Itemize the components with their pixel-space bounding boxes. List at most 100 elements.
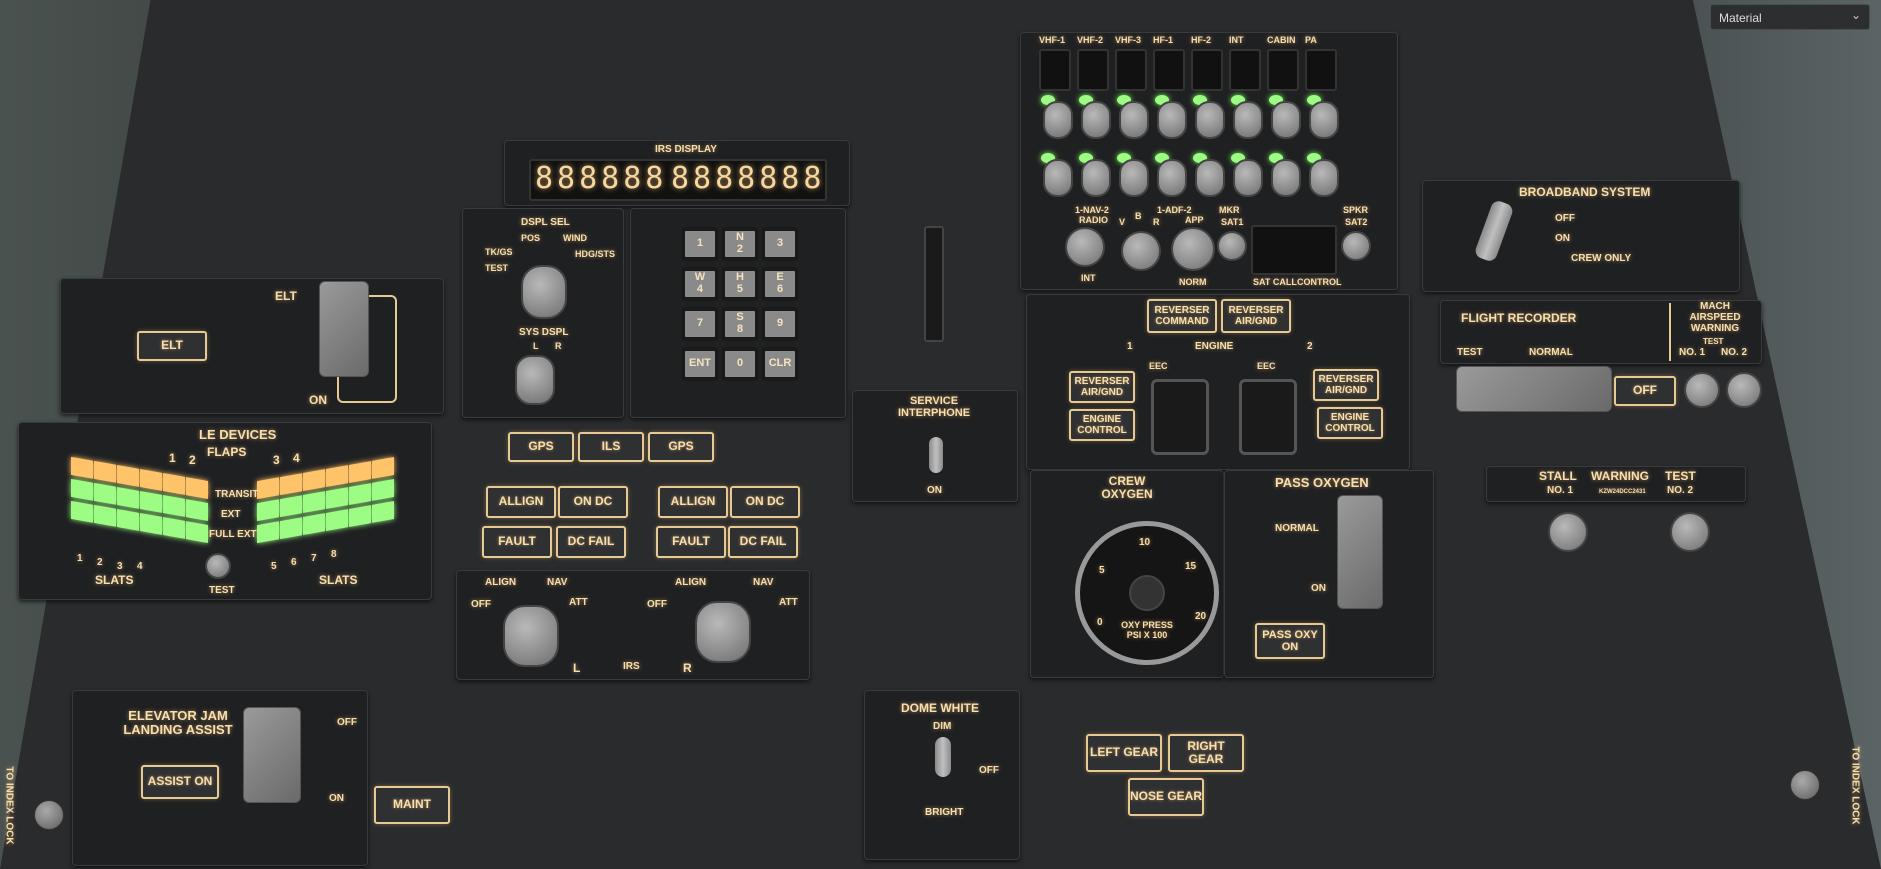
radio-int-switch[interactable] [1065, 227, 1105, 267]
spkr-label: SPKR [1343, 205, 1369, 215]
irs-l-label: L [573, 661, 581, 675]
volume-knob[interactable] [1081, 101, 1111, 139]
reverser-command-button[interactable]: REVERSER COMMAND [1147, 299, 1217, 333]
sys-dspl-knob[interactable] [515, 355, 555, 405]
broadband-crew-only: CREW ONLY [1571, 253, 1632, 264]
volume-knob[interactable] [1309, 159, 1339, 197]
assist-on-button[interactable]: ASSIST ON [141, 765, 219, 799]
sat1-button[interactable] [1217, 231, 1247, 261]
broadband-switch[interactable] [1473, 199, 1515, 263]
channel-indicator-light [1079, 95, 1093, 105]
mach-test-no1-button[interactable] [1684, 372, 1720, 408]
keypad-key[interactable]: CLR [761, 347, 799, 381]
center-lever[interactable] [924, 226, 944, 342]
volume-knob[interactable] [1157, 101, 1187, 139]
keypad-key[interactable]: H 5 [721, 267, 759, 301]
le-devices-title: LE DEVICES [199, 427, 277, 442]
channel-indicator-light [1041, 95, 1055, 105]
slat-light [280, 495, 302, 518]
irs-left-mode-knob[interactable] [503, 605, 559, 667]
mic-select-button[interactable] [1191, 49, 1223, 91]
pass-oxy-on-button[interactable]: PASS OXY ON [1255, 623, 1325, 659]
right-on-dc-light: ON DC [730, 486, 800, 518]
volume-knob[interactable] [1119, 159, 1149, 197]
stall-test-no2-button[interactable] [1670, 512, 1710, 552]
left-engine-control-button[interactable]: ENGINE CONTROL [1069, 409, 1135, 441]
keypad-key[interactable]: E 6 [761, 267, 799, 301]
ils-button[interactable]: ILS [578, 432, 644, 462]
keypad-key[interactable]: N 2 [721, 227, 759, 261]
irs-right-mode-knob[interactable] [695, 601, 751, 663]
stall-test-no1-button[interactable] [1548, 512, 1588, 552]
slats-right-label: SLATS [319, 573, 358, 587]
mic-select-button[interactable] [1153, 49, 1185, 91]
volume-knob[interactable] [1043, 101, 1073, 139]
gps-button-1[interactable]: GPS [508, 432, 574, 462]
right-index-lock-screw[interactable] [1790, 770, 1820, 800]
volume-knob[interactable] [1043, 159, 1073, 197]
channel-indicator-light [1155, 95, 1169, 105]
flight-recorder-guard[interactable] [1456, 366, 1612, 412]
ext-label: EXT [221, 509, 241, 520]
maint-button[interactable]: MAINT [374, 786, 450, 824]
elt-button[interactable]: ELT [137, 331, 207, 361]
keypad-key[interactable]: 9 [761, 307, 799, 341]
volume-knob[interactable] [1271, 101, 1301, 139]
mic-select-button[interactable] [1267, 49, 1299, 91]
volume-knob[interactable] [1081, 159, 1111, 197]
crew-oxygen-title: CREW OXYGEN [1101, 474, 1153, 502]
keypad-key[interactable]: S 8 [721, 307, 759, 341]
elt-switch-guard[interactable] [319, 281, 369, 377]
keypad-key[interactable]: 1 [681, 227, 719, 261]
volume-knob[interactable] [1195, 159, 1225, 197]
le-test-button[interactable] [205, 553, 231, 579]
left-reverser-air-gnd-button[interactable]: REVERSER AIR/GND [1069, 371, 1135, 403]
keypad-key[interactable]: ENT [681, 347, 719, 381]
right-reverser-air-gnd-button[interactable]: REVERSER AIR/GND [1313, 369, 1379, 401]
slat-light [140, 469, 162, 491]
volume-knob[interactable] [1309, 101, 1339, 139]
dome-light-switch[interactable] [935, 737, 951, 777]
sat2-button[interactable] [1341, 231, 1371, 261]
irs-display-screen [529, 159, 827, 201]
pass-oxy-guard[interactable] [1337, 495, 1383, 609]
radio-label: RADIO [1079, 215, 1108, 225]
mach-no1: NO. 1 [1679, 347, 1706, 358]
mic-select-button[interactable] [1039, 49, 1071, 91]
volume-knob[interactable] [1271, 159, 1301, 197]
volume-knob[interactable] [1157, 159, 1187, 197]
irs-l-nav: NAV [547, 577, 568, 588]
slat-light [303, 491, 325, 514]
gps-button-2[interactable]: GPS [648, 432, 714, 462]
keypad-key[interactable]: W 4 [681, 267, 719, 301]
left-index-lock-screw[interactable] [34, 800, 64, 830]
reverser-air-gnd-top-button[interactable]: REVERSER AIR/GND [1221, 299, 1291, 333]
volume-knob[interactable] [1233, 101, 1263, 139]
volume-knob[interactable] [1233, 159, 1263, 197]
right-engine-control-button[interactable]: ENGINE CONTROL [1317, 407, 1383, 439]
service-interphone-switch[interactable] [929, 437, 943, 473]
volume-knob[interactable] [1119, 101, 1149, 139]
mic-select-button[interactable] [1305, 49, 1337, 91]
pass-oxygen-title: PASS OXYGEN [1275, 475, 1369, 490]
eec-2-guard[interactable] [1239, 379, 1297, 455]
mach-test-no2-button[interactable] [1726, 372, 1762, 408]
material-select[interactable]: Material⌄ [1710, 4, 1870, 30]
flight-recorder-off-button[interactable]: OFF [1614, 376, 1676, 406]
keypad-key[interactable]: 7 [681, 307, 719, 341]
mic-select-button[interactable] [1115, 49, 1147, 91]
gauge-hub [1129, 575, 1165, 611]
dspl-sel-knob[interactable] [521, 265, 567, 319]
mic-select-button[interactable] [1229, 49, 1261, 91]
vbr-selector[interactable] [1121, 231, 1161, 271]
slat-light [372, 457, 394, 479]
dome-off: OFF [979, 765, 999, 776]
r-label: R [1153, 217, 1160, 227]
app-norm-switch[interactable] [1171, 227, 1215, 271]
mic-select-button[interactable] [1077, 49, 1109, 91]
elevator-jam-guard[interactable] [243, 707, 301, 803]
volume-knob[interactable] [1195, 101, 1225, 139]
keypad-key[interactable]: 3 [761, 227, 799, 261]
eec-1-guard[interactable] [1151, 379, 1209, 455]
keypad-key[interactable]: 0 [721, 347, 759, 381]
